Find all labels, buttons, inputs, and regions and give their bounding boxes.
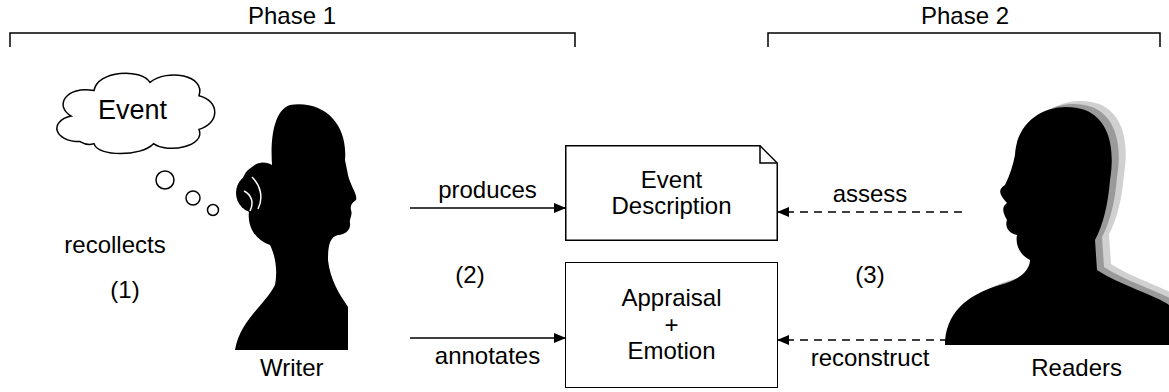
readers-figure: Readers xyxy=(962,95,1162,387)
readers-figure-outline xyxy=(945,95,1169,387)
hair-bun xyxy=(236,173,276,213)
event-cloud: Event xyxy=(45,60,220,162)
arrow-connector xyxy=(778,339,962,341)
document-shape xyxy=(566,146,778,241)
annotation-text: recollects xyxy=(64,232,165,258)
node-label: Event Description xyxy=(597,167,747,220)
callout-number: (2) xyxy=(455,262,484,288)
thought-bubble xyxy=(208,205,219,216)
edge-label: reconstruct xyxy=(809,345,932,371)
callout-number: (1) xyxy=(110,277,139,303)
document-fold xyxy=(760,146,777,163)
edge-label: annotates xyxy=(433,343,542,369)
phase-bracket xyxy=(768,33,1160,47)
process-box: Appraisal + Emotion xyxy=(565,262,778,388)
callout-number: (3) xyxy=(855,262,884,288)
phase-label: Phase 2 xyxy=(921,3,1009,29)
reader-silhouette xyxy=(945,107,1169,345)
thought-bubble xyxy=(186,191,200,205)
edge-label: assess xyxy=(831,181,910,207)
phase-label: Phase 1 xyxy=(248,3,336,29)
writer-figure: Writer xyxy=(230,95,410,387)
hair-strand xyxy=(244,177,261,211)
node-label: Readers xyxy=(1031,355,1122,381)
edge-label: produces xyxy=(436,177,539,203)
arrow-connector xyxy=(410,337,565,339)
cloud-shape xyxy=(57,73,215,153)
arrow-connector xyxy=(778,211,962,213)
writer-silhouette xyxy=(235,104,356,350)
node-label: Writer xyxy=(260,355,324,381)
arrow-connector xyxy=(410,207,565,209)
thought-bubble xyxy=(156,171,174,189)
phase-bracket xyxy=(10,33,575,47)
node-label: Event xyxy=(98,96,167,126)
document-box: Event Description xyxy=(565,145,778,241)
writer-figure-outline xyxy=(230,95,410,387)
node-label: Appraisal + Emotion xyxy=(620,285,724,364)
